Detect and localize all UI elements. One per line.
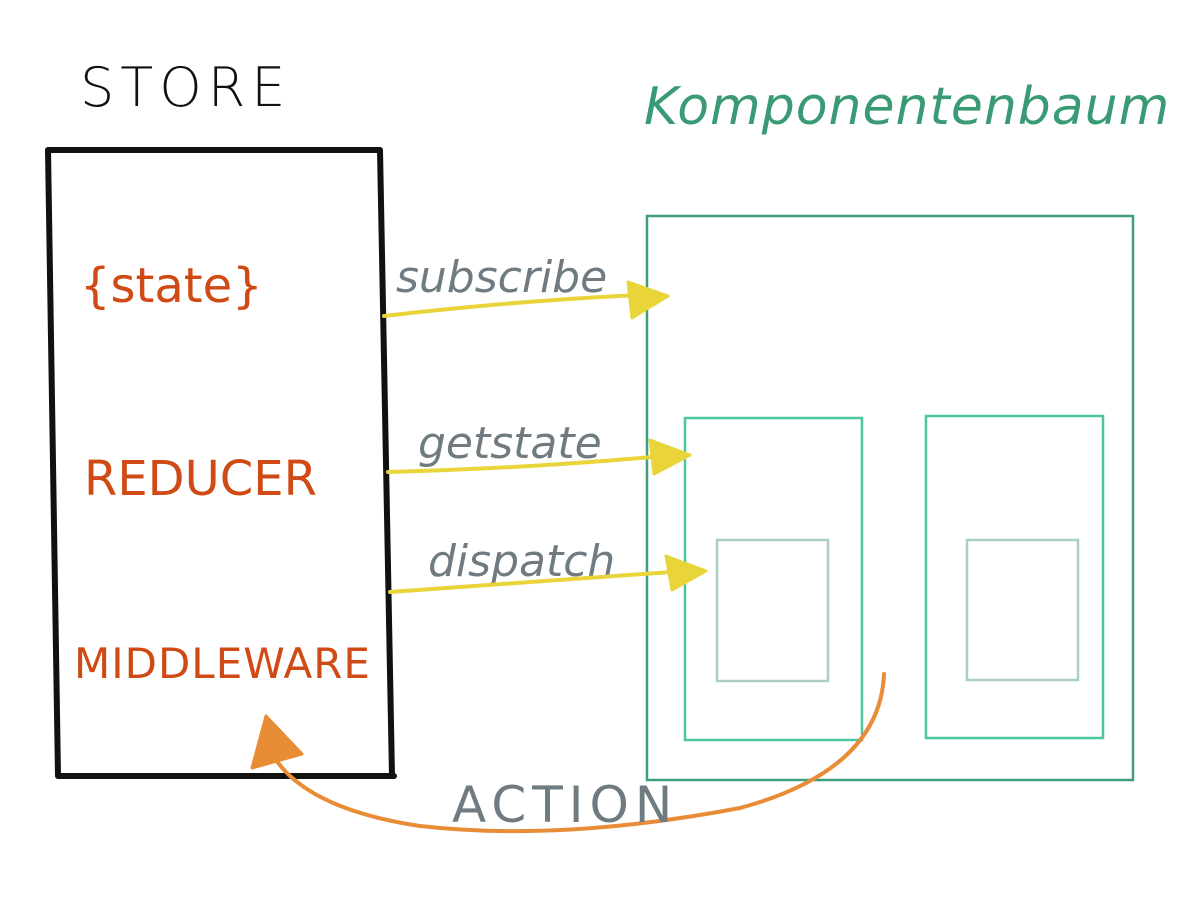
store-item-reducer: REDUCER — [84, 451, 317, 507]
label-subscribe: subscribe — [396, 252, 607, 303]
arrow-subscribe-head — [626, 280, 670, 320]
arrow-action-line — [268, 672, 886, 834]
component-child-right — [924, 414, 1105, 740]
store-title: STORE — [80, 56, 291, 119]
arrow-dispatch-head — [664, 554, 708, 592]
arrow-subscribe-line — [382, 292, 662, 318]
component-grandchild-right — [965, 538, 1080, 682]
label-action: ACTION — [452, 776, 678, 834]
component-tree-root — [645, 214, 1135, 782]
component-grandchild-left — [715, 538, 830, 683]
tree-title: Komponentenbaum — [644, 77, 1170, 137]
arrow-action-head — [250, 714, 304, 770]
store-item-middleware: MIDDLEWARE — [74, 639, 371, 688]
arrow-dispatch-line — [388, 568, 702, 594]
arrow-getstate-head — [648, 438, 692, 476]
store-box — [45, 147, 397, 779]
component-child-left — [683, 416, 864, 742]
arrow-getstate-line — [386, 452, 686, 474]
label-getstate: getstate — [418, 418, 602, 469]
store-item-state: {state} — [80, 258, 263, 314]
